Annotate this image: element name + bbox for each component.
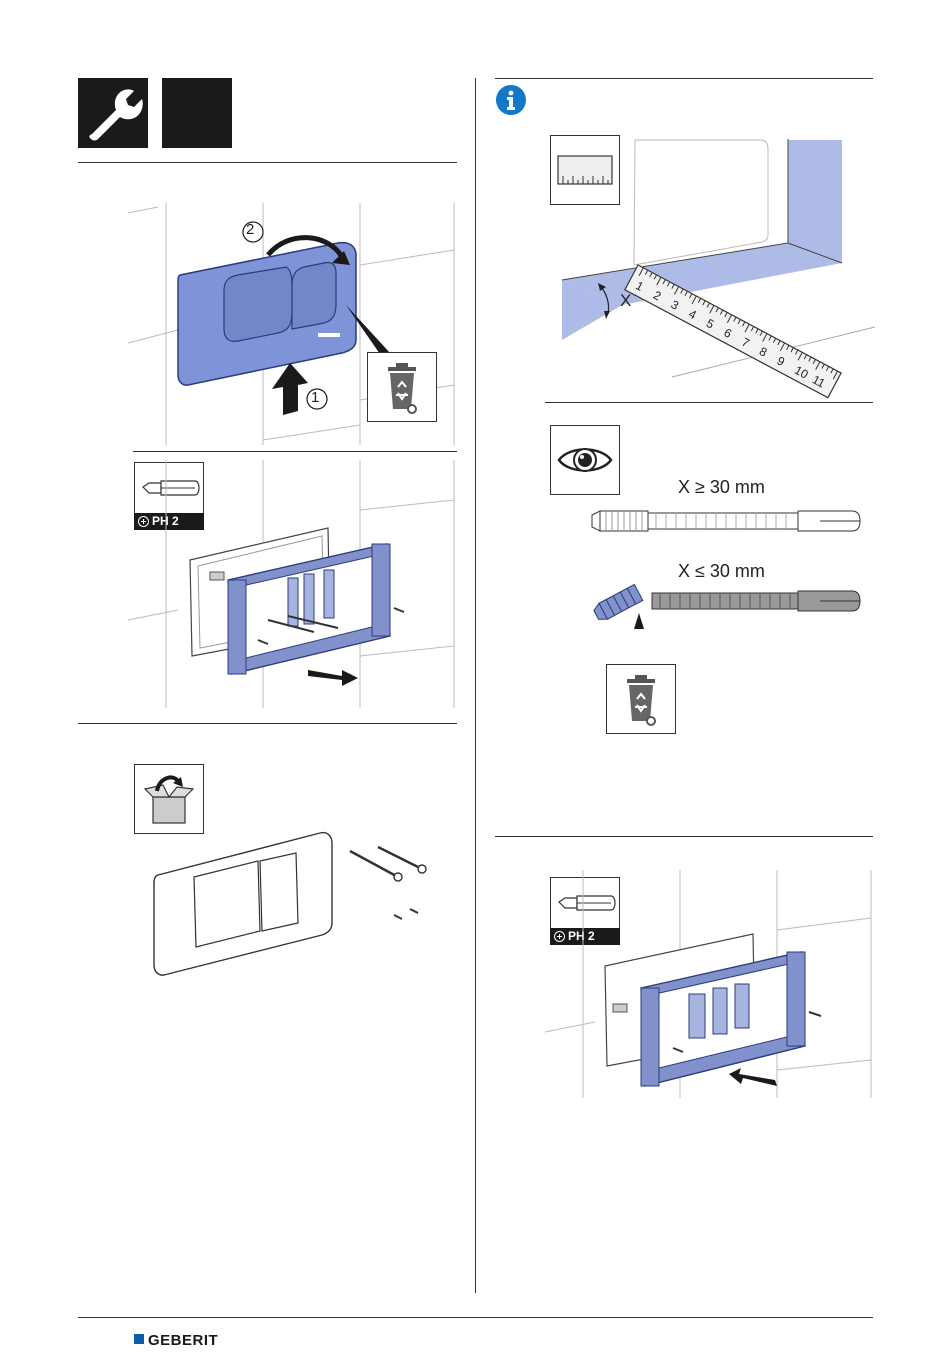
footer-rule bbox=[78, 1317, 873, 1318]
cut-screw bbox=[590, 585, 862, 635]
new-flush-plate-illustration bbox=[150, 825, 440, 985]
info-icon bbox=[495, 84, 527, 116]
recycle-bin-icon bbox=[606, 664, 676, 734]
long-screw-full bbox=[590, 505, 862, 537]
callout-1: 1 bbox=[311, 389, 319, 406]
unpack-box-icon bbox=[134, 764, 204, 834]
x-dimension-label: X bbox=[620, 291, 631, 311]
section-divider bbox=[545, 402, 873, 403]
section-divider bbox=[495, 78, 873, 79]
section-divider bbox=[78, 162, 457, 163]
eye-icon bbox=[550, 425, 620, 495]
install-frame-illustration bbox=[545, 870, 875, 1100]
section-divider bbox=[133, 451, 457, 452]
column-divider bbox=[475, 78, 476, 1293]
callout-2: 2 bbox=[246, 221, 254, 238]
blank-tile-icon bbox=[162, 78, 232, 148]
wrench-icon bbox=[78, 78, 148, 148]
condition-greater-equal: X ≥ 30 mm bbox=[678, 477, 765, 498]
section-divider bbox=[78, 723, 457, 724]
remove-frame-illustration bbox=[128, 460, 458, 708]
recycle-bin-icon bbox=[367, 352, 437, 422]
brand-mark bbox=[134, 1334, 144, 1344]
condition-less-equal: X ≤ 30 mm bbox=[678, 561, 765, 582]
brand-logo: GEBERIT bbox=[148, 1332, 218, 1349]
section-divider bbox=[495, 836, 873, 837]
